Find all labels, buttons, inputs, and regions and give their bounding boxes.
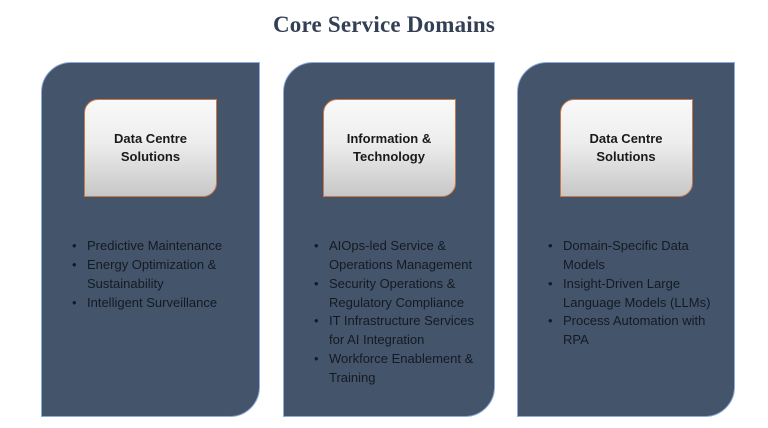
- bullet-list: Domain-Specific Data ModelsInsight-Drive…: [518, 237, 734, 350]
- panel-header-card: Data Centre Solutions: [559, 99, 693, 197]
- bullet-list: Predictive MaintenanceEnergy Optimizatio…: [42, 237, 259, 312]
- bullet-list: AIOps-led Service & Operations Managemen…: [284, 237, 494, 388]
- bullet-item: Insight-Driven Large Language Models (LL…: [548, 275, 720, 313]
- bullet-item: IT Infrastructure Services for AI Integr…: [314, 312, 480, 350]
- panel-information-technology: Information & Technology AIOps-led Servi…: [283, 62, 495, 417]
- page-title: Core Service Domains: [272, 12, 496, 37]
- bullet-item: AIOps-led Service & Operations Managemen…: [314, 237, 480, 275]
- panel-header-card: Data Centre Solutions: [84, 99, 217, 197]
- panel-data-centre-solutions-right: Data Centre Solutions Domain-Specific Da…: [517, 62, 735, 417]
- bullet-item: Process Automation with RPA: [548, 312, 720, 350]
- bullet-item: Predictive Maintenance: [72, 237, 245, 256]
- bullet-item: Energy Optimization & Sustainability: [72, 256, 245, 294]
- bullet-item: Workforce Enablement & Training: [314, 350, 480, 388]
- bullet-item: Security Operations & Regulatory Complia…: [314, 275, 480, 313]
- bullet-item: Intelligent Surveillance: [72, 294, 245, 313]
- panel-data-centre-solutions-left: Data Centre Solutions Predictive Mainten…: [41, 62, 260, 417]
- panel-header-card: Information & Technology: [322, 99, 456, 197]
- bullet-item: Domain-Specific Data Models: [548, 237, 720, 275]
